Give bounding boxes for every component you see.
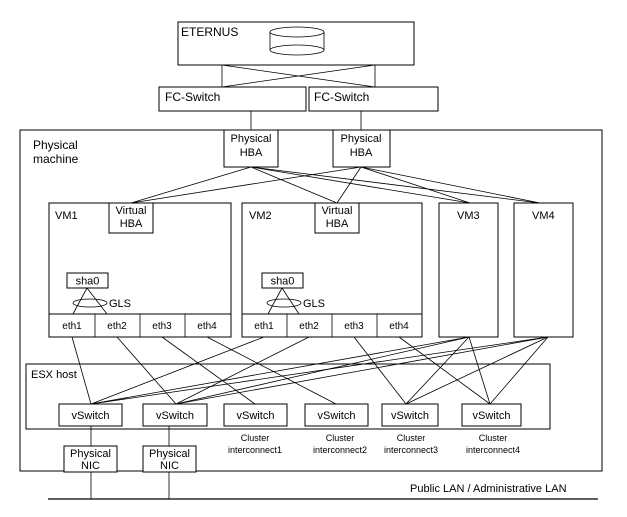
- gls-label: GLS: [109, 298, 131, 310]
- vm2: VM2 Virtual HBA sha0 GLS eth1 eth2 eth3 …: [241, 202, 423, 338]
- fc-switch-1: FC-Switch: [158, 86, 307, 112]
- cluster-caption-line2: interconnect4: [466, 445, 520, 455]
- eth-label: eth2: [107, 321, 127, 332]
- sha-label: sha0: [271, 276, 295, 288]
- fc-switch-label: FC-Switch: [314, 90, 369, 104]
- virtual-hba-line2: HBA: [326, 218, 349, 230]
- hba-vm-links: [130, 166, 541, 204]
- gls-label: GLS: [303, 298, 325, 310]
- hba-label-line1: Physical: [341, 133, 382, 145]
- lan-label: Public LAN / Administrative LAN: [410, 483, 567, 495]
- nic-label-line1: Physical: [149, 448, 190, 460]
- vm1: VM1 Virtual HBA sha0 GLS eth1 eth2 eth3 …: [48, 202, 232, 338]
- vm4: VM4: [513, 202, 574, 338]
- vm-vswitch-links: [71, 336, 549, 405]
- physical-hba-1: Physical HBA: [223, 129, 279, 168]
- eth-label: eth3: [344, 321, 364, 332]
- eth-label: eth3: [152, 321, 172, 332]
- esx-label: ESX host: [31, 369, 77, 381]
- vswitch-label: vSwitch: [473, 410, 511, 422]
- vm-label: VM2: [249, 210, 272, 222]
- vm-label: VM1: [55, 210, 78, 222]
- cluster-caption-line2: interconnect2: [313, 445, 367, 455]
- virtual-hba-line1: Virtual: [322, 205, 353, 217]
- eth-label: eth1: [254, 321, 274, 332]
- vswitch-label: vSwitch: [318, 410, 356, 422]
- eternus-label: ETERNUS: [181, 25, 238, 39]
- physical-hba-2: Physical HBA: [332, 129, 391, 168]
- cluster-caption-line2: interconnect3: [384, 445, 438, 455]
- fc-switch-2: FC-Switch: [308, 86, 439, 112]
- eth-label: eth4: [197, 321, 217, 332]
- vswitch-3: vSwitch: [223, 403, 288, 427]
- eth-label: eth1: [62, 321, 82, 332]
- vm3: VM3: [438, 202, 499, 338]
- eternus-storage: ETERNUS: [177, 21, 415, 66]
- disk-icon: [269, 26, 325, 56]
- vswitch-label: vSwitch: [72, 410, 110, 422]
- eth-label: eth4: [389, 321, 409, 332]
- nic-label-line1: Physical: [70, 448, 111, 460]
- physical-nic-2: Physical NIC: [142, 445, 197, 473]
- fc-switch-label: FC-Switch: [165, 90, 220, 104]
- virtual-hba-line2: HBA: [120, 218, 143, 230]
- eth-label: eth2: [299, 321, 319, 332]
- storage-links: [221, 64, 376, 88]
- cluster-caption-line1: Cluster: [241, 433, 270, 443]
- cluster-caption-line1: Cluster: [479, 433, 508, 443]
- vswitch-1: vSwitch: [58, 403, 123, 427]
- vswitch-4: vSwitch: [304, 403, 369, 427]
- virtual-hba-line1: Virtual: [116, 205, 147, 217]
- cluster-caption-line1: Cluster: [326, 433, 355, 443]
- physical-nic-1: Physical NIC: [63, 445, 118, 473]
- machine-label-line1: Physical: [33, 138, 78, 152]
- vm-label: VM4: [532, 210, 555, 222]
- hba-label-line2: HBA: [350, 147, 373, 159]
- hba-label-line1: Physical: [231, 133, 272, 145]
- nic-label-line2: NIC: [160, 460, 179, 472]
- cluster-caption-line2: interconnect1: [228, 445, 282, 455]
- vswitch-label: vSwitch: [391, 410, 429, 422]
- vswitch-6: vSwitch: [461, 403, 522, 427]
- nic-label-line2: NIC: [81, 460, 100, 472]
- hba-label-line2: HBA: [240, 147, 263, 159]
- vswitch-2: vSwitch: [142, 403, 208, 427]
- vm-label: VM3: [457, 210, 480, 222]
- sha-label: sha0: [76, 276, 100, 288]
- vswitch-label: vSwitch: [237, 410, 275, 422]
- vswitch-5: vSwitch: [381, 403, 439, 427]
- machine-label-line2: machine: [33, 152, 79, 166]
- cluster-caption-line1: Cluster: [397, 433, 426, 443]
- vswitch-label: vSwitch: [156, 410, 194, 422]
